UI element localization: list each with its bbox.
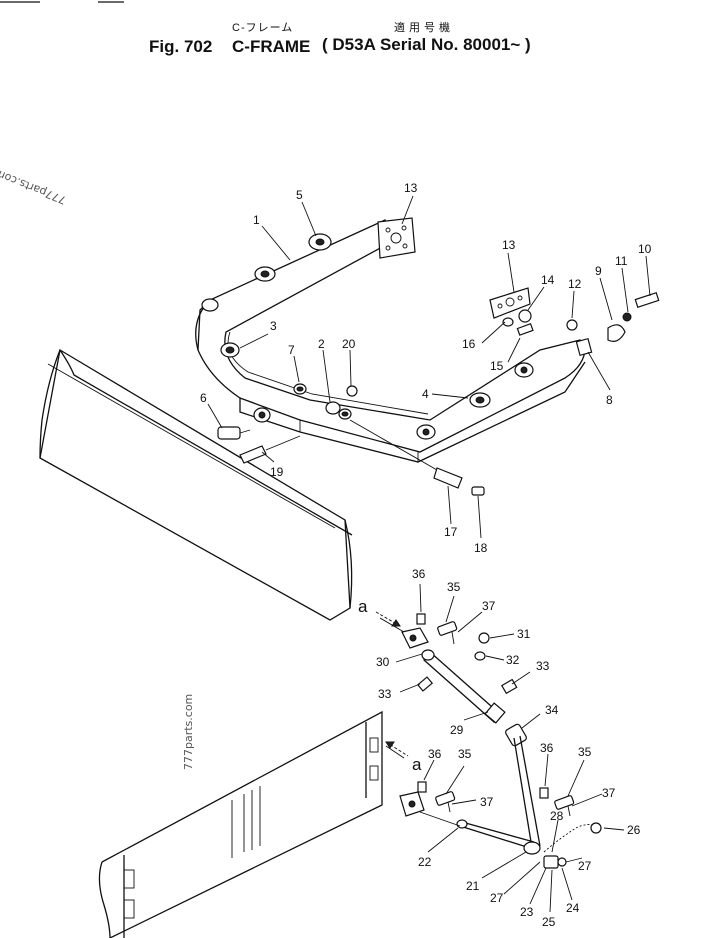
callout-30: 30 bbox=[376, 655, 390, 669]
arm-21 bbox=[456, 735, 541, 855]
mounting-plate-right bbox=[489, 287, 531, 319]
pin-17 bbox=[349, 419, 463, 489]
callout-23: 23 bbox=[520, 905, 534, 919]
callout-2: 2 bbox=[318, 337, 325, 351]
callout-35-top: 35 bbox=[447, 580, 461, 594]
callout-19: 19 bbox=[270, 465, 284, 479]
callout-15: 15 bbox=[490, 359, 504, 373]
callout-27-right: 27 bbox=[578, 859, 592, 873]
callout-28: 28 bbox=[550, 809, 564, 823]
blade-upper bbox=[39, 348, 353, 621]
callout-10: 10 bbox=[638, 242, 652, 256]
callout-8: 8 bbox=[606, 393, 613, 407]
callout-27-left: 27 bbox=[490, 891, 504, 905]
callout-a-mid: a bbox=[412, 755, 422, 774]
callout-21: 21 bbox=[466, 879, 480, 893]
figure-title: C-FRAME bbox=[232, 37, 311, 56]
callout-20: 20 bbox=[342, 337, 356, 351]
leader-lines-lower bbox=[395, 583, 625, 913]
hardware-lower-right bbox=[539, 787, 602, 869]
arm-29 bbox=[421, 649, 506, 724]
callout-22: 22 bbox=[418, 855, 432, 869]
callout-9: 9 bbox=[595, 264, 602, 278]
c-frame-arm bbox=[195, 219, 586, 463]
callout-33-right: 33 bbox=[536, 659, 550, 673]
callout-11: 11 bbox=[615, 254, 628, 268]
callout-13-left: 13 bbox=[404, 181, 418, 195]
japanese-subtitle: C-フレーム bbox=[232, 22, 294, 34]
callout-14: 14 bbox=[541, 273, 555, 287]
blade-lower bbox=[98, 710, 383, 938]
callout-18: 18 bbox=[474, 541, 488, 555]
callout-37-right: 37 bbox=[602, 786, 616, 800]
callout-36-mid: 36 bbox=[428, 747, 442, 761]
frame-bosses bbox=[201, 233, 534, 440]
callout-33-left: 33 bbox=[378, 687, 392, 701]
center-hardware bbox=[293, 383, 358, 420]
figure-number: Fig. 702 bbox=[149, 37, 213, 56]
grease-fitting-18 bbox=[471, 486, 485, 496]
callout-31: 31 bbox=[517, 627, 531, 641]
callout-6: 6 bbox=[200, 391, 207, 405]
callout-37-top: 37 bbox=[482, 599, 496, 613]
callout-1: 1 bbox=[253, 213, 260, 227]
bolts-upper-group bbox=[416, 613, 527, 747]
callout-34: 34 bbox=[545, 703, 559, 717]
callout-25: 25 bbox=[542, 915, 556, 929]
bracket-lower bbox=[385, 745, 461, 827]
reference-arrows bbox=[375, 611, 409, 757]
leader-lines-upper bbox=[207, 195, 651, 539]
callout-26: 26 bbox=[627, 823, 641, 837]
callout-36-top: 36 bbox=[412, 567, 426, 581]
callout-24: 24 bbox=[566, 901, 580, 915]
callout-labels: 1 5 13 13 14 12 9 11 10 3 7 2 20 16 15 8… bbox=[200, 181, 652, 929]
callout-35-mid: 35 bbox=[458, 747, 472, 761]
callout-5: 5 bbox=[296, 188, 303, 202]
japanese-applicability-label: 適用号機 bbox=[394, 22, 454, 34]
callout-29: 29 bbox=[450, 723, 464, 737]
callout-a-top: a bbox=[358, 597, 368, 616]
serial-range: ( D53A Serial No. 80001~ ) bbox=[322, 35, 531, 54]
callout-17: 17 bbox=[444, 525, 458, 539]
callout-36-right: 36 bbox=[540, 741, 554, 755]
callout-4: 4 bbox=[422, 387, 429, 401]
bolt-6 bbox=[217, 426, 251, 440]
callout-16: 16 bbox=[462, 337, 476, 351]
mounting-plate-left bbox=[377, 217, 416, 259]
callout-13-right: 13 bbox=[502, 238, 516, 252]
right-hardware bbox=[502, 292, 660, 357]
callout-7: 7 bbox=[288, 343, 295, 357]
callout-37-mid: 37 bbox=[480, 795, 494, 809]
callout-3: 3 bbox=[270, 319, 277, 333]
callout-32: 32 bbox=[506, 653, 520, 667]
bolt-19 bbox=[239, 435, 301, 464]
callout-12: 12 bbox=[568, 277, 582, 291]
callout-35-right: 35 bbox=[578, 745, 592, 759]
bracket-30 bbox=[379, 617, 429, 649]
